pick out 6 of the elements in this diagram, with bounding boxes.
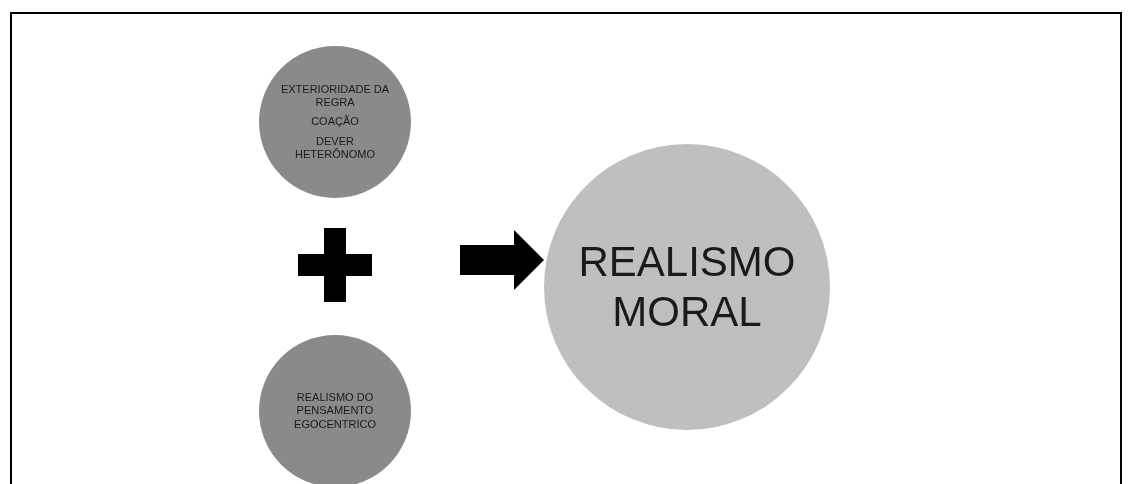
node-text: EXTERIORIDADE DA REGRA	[280, 83, 390, 110]
node-text: DEVER HETERÔNOMO	[293, 134, 377, 161]
node-text: COAÇÃO	[311, 115, 359, 129]
arrow	[460, 230, 544, 290]
node-text: REALISMO MORAL	[577, 236, 797, 337]
node-text: REALISMO DO PENSAMENTO EGOCENTRICO	[293, 391, 377, 431]
